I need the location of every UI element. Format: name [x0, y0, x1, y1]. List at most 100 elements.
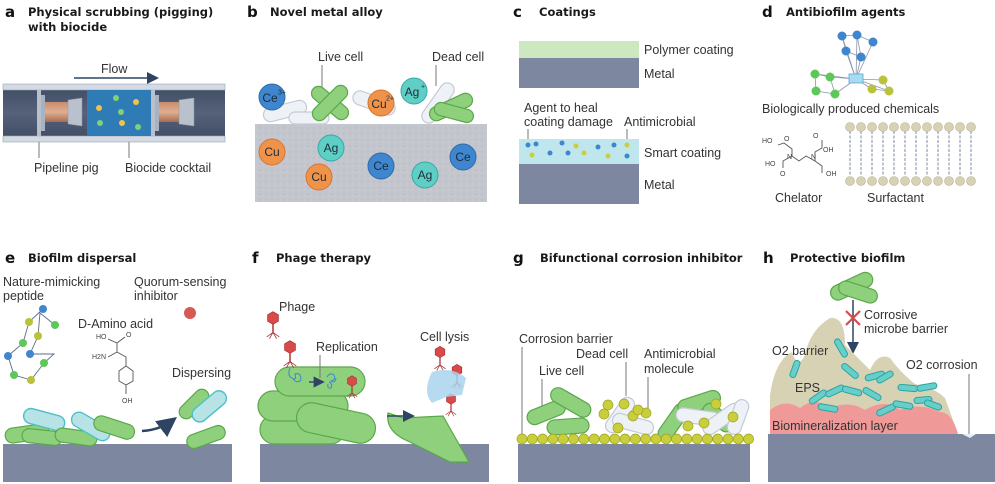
eps-cells [789, 338, 943, 417]
antimicrobial-molecule [632, 404, 644, 416]
antimicrobial-label: Antimicrobial [644, 347, 716, 361]
surfactant-label: Surfactant [867, 191, 925, 205]
surfactant-head [944, 176, 954, 186]
phage-icon [445, 393, 457, 417]
surfactant-head [900, 122, 910, 132]
svg-text:HO: HO [96, 334, 107, 341]
antimicrobial-label: Antimicrobial [624, 115, 696, 129]
barrier-bead [516, 433, 528, 445]
surfactant-head [933, 176, 943, 186]
live-cell [550, 387, 592, 418]
antimicrobial-molecule [727, 411, 739, 423]
barrier-bead [722, 433, 734, 445]
surfactant-head [933, 122, 943, 132]
svg-text:Cu: Cu [264, 145, 279, 159]
barrier-bead [526, 433, 538, 445]
surfactant-head [889, 122, 899, 132]
barrier-bead [578, 433, 590, 445]
svg-text:3+: 3+ [278, 90, 286, 97]
barrier-bead [640, 433, 651, 445]
live-cell-label: Live cell [539, 364, 584, 378]
qs-inhibitor-molecule [184, 307, 196, 319]
replication-label: Replication [316, 340, 378, 354]
surfactant-head [966, 122, 976, 132]
surfactant-head [922, 122, 932, 132]
panel-title: Coatings [539, 5, 596, 19]
barrier-bead [732, 433, 744, 445]
metal-label: Metal [644, 178, 675, 192]
dead-cell-label: Dead cell [432, 50, 484, 64]
corrosion-barrier-label: Corrosion barrier [519, 332, 613, 346]
antimicrobial-molecule [612, 422, 624, 434]
panel-c: c Coatings Polymer coating Metal Agent t… [513, 3, 734, 204]
peptide-label: peptide [3, 289, 44, 303]
live-cell [546, 417, 590, 436]
flow-label: Flow [101, 62, 128, 76]
metal-label: Metal [644, 67, 675, 81]
panel-letter: f [252, 249, 259, 267]
svg-text:OH: OH [122, 398, 133, 405]
antimicrobial-molecule [698, 417, 710, 429]
barrier-bead [691, 433, 703, 445]
metal-layer [519, 58, 639, 88]
lysing-bacterium [387, 412, 471, 463]
ion: Ag [411, 161, 439, 189]
barrier-bead [629, 433, 641, 445]
d-amino-acid-structure: HO O H2N OH [92, 332, 134, 405]
panel-letter: b [247, 3, 258, 21]
panel-title: Protective biofilm [790, 251, 905, 265]
surfactant-head [845, 176, 855, 186]
polymer-coating-label: Polymer coating [644, 43, 734, 57]
dispersed-cell [22, 407, 66, 432]
svg-text:O: O [126, 332, 132, 339]
barrier-bead [660, 433, 672, 445]
bio-chemicals-label: Biologically produced chemicals [762, 102, 939, 116]
svg-text:Ag: Ag [405, 85, 420, 99]
surfactant-head [867, 122, 877, 132]
surfactant-head [856, 122, 866, 132]
ion: Cu [258, 138, 286, 166]
svg-text:Ag: Ag [324, 141, 339, 155]
smart-coating-label: Smart coating [644, 146, 721, 160]
surfactant-head [900, 176, 910, 186]
substrate [518, 444, 750, 482]
svg-text:N: N [811, 154, 816, 161]
svg-text:H2N: H2N [92, 354, 106, 361]
svg-text:O: O [780, 171, 786, 178]
barrier-bead [681, 433, 693, 445]
pipeline [2, 83, 226, 143]
panel-a: a Physical scrubbing (pigging) with bioc… [2, 3, 226, 175]
barrier-bead [537, 433, 548, 445]
antimicrobial-molecule [602, 399, 614, 411]
qs-inhibitor-label: inhibitor [134, 289, 178, 303]
surfactant-head [922, 176, 932, 186]
svg-text:OH: OH [823, 147, 834, 154]
svg-text:HO: HO [765, 161, 776, 168]
svg-text:Ce: Ce [373, 159, 389, 173]
panel-title: Phage therapy [276, 251, 372, 265]
surfactant-head [955, 176, 965, 186]
corrosive-microbe [838, 280, 878, 304]
o2-corrosion-label: O2 corrosion [906, 358, 978, 372]
live-cell-label: Live cell [318, 50, 363, 64]
panel-letter: a [5, 3, 15, 21]
ion: Ce 3+ [258, 83, 286, 111]
dispersing-label: Dispersing [172, 366, 231, 380]
corrosion-barrier-beads [516, 398, 754, 445]
surfactant-head [911, 176, 921, 186]
surfactant-head [867, 176, 877, 186]
svg-text:2+: 2+ [386, 96, 394, 103]
barrier-bead [671, 433, 682, 445]
qs-inhibitor-label: Quorum-sensing [134, 275, 226, 289]
coating-particles [525, 140, 630, 159]
panel-d: d Antibiofilm agents [762, 3, 976, 205]
barrier-bead [609, 433, 621, 445]
peptide-chain [4, 305, 59, 384]
svg-text:O: O [813, 133, 819, 140]
surfactant-head [845, 122, 855, 132]
substrate [768, 434, 995, 482]
peptide-label: Nature-mimicking [3, 275, 100, 289]
dead-cell-label: Dead cell [576, 347, 628, 361]
chelator-structure: HO O N HO O N O OH OH [762, 133, 837, 178]
